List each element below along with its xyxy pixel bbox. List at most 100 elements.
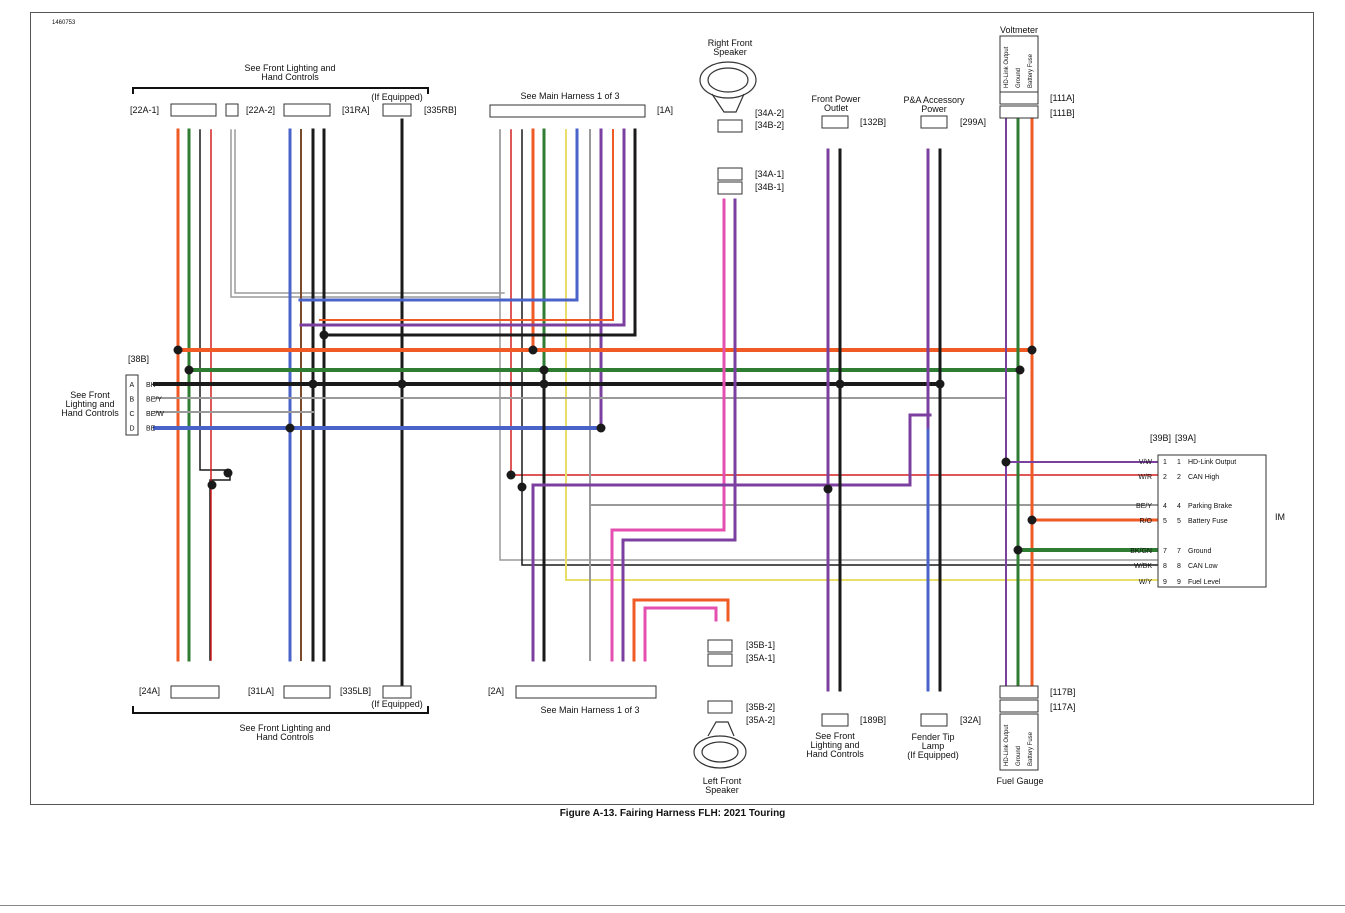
im-pin-a-8: 8	[1177, 563, 1181, 570]
svg-text:[117A]: [117A]	[1050, 702, 1075, 712]
im-pin-b-2: 2	[1163, 474, 1167, 481]
brackets	[132, 87, 429, 714]
im-wire-7: BK/GN	[1130, 548, 1152, 555]
wire-be-main	[298, 128, 579, 302]
figure-caption: Figure A-13. Fairing Harness FLH: 2021 T…	[559, 808, 786, 819]
im-pin-a-5: 5	[1177, 518, 1181, 525]
im-pin-b-7: 7	[1163, 548, 1167, 555]
svg-text:[335LB]: [335LB]	[340, 686, 371, 696]
wire-wgy-left	[230, 129, 501, 298]
c38b-wire-a: BK	[146, 382, 156, 389]
wire-wgy-main	[499, 129, 1161, 561]
wire-bey-main	[589, 129, 1161, 506]
svg-text:Lighting and: Lighting and	[810, 740, 859, 750]
im-pin-b-5: 5	[1163, 518, 1167, 525]
im-pin-name-2: CAN High	[1188, 474, 1219, 481]
svg-text:[35B-2]: [35B-2]	[746, 702, 775, 712]
svg-text:[34B-1]: [34B-1]	[755, 182, 784, 192]
svg-text:[299A]: [299A]	[960, 117, 986, 127]
im-wire-4: BE/Y	[1136, 503, 1152, 510]
page-rule	[0, 905, 1345, 906]
label-voltmeter: Voltmeter	[1000, 25, 1038, 35]
im-wire-5: R/O	[1140, 518, 1153, 525]
svg-text:[35B-1]: [35B-1]	[746, 640, 775, 650]
label-top-left: See Front Lighting and	[244, 63, 335, 73]
im-pin-name-4: Parking Brake	[1188, 503, 1232, 510]
connector-boxes	[125, 35, 1267, 771]
im-pin-name-9: Fuel Level	[1188, 579, 1221, 586]
wire-purple-h	[531, 413, 932, 487]
svg-text:[111A]: [111A]	[1050, 93, 1075, 103]
im-pin-name-7: Ground	[1188, 548, 1211, 555]
svg-text:See Front Lighting and: See Front Lighting and	[239, 723, 330, 733]
c38b-pin-b: B	[130, 397, 135, 404]
svg-text:Outlet: Outlet	[824, 103, 849, 113]
svg-text:[35A-1]: [35A-1]	[746, 653, 775, 663]
connector-ids: [22A-1] [22A-2] [31RA] [335RB] [1A] [34A…	[128, 93, 1196, 725]
voltmeter-pin-label: HD-Link Output	[1004, 46, 1010, 88]
wire-pkgy-bottom	[643, 606, 718, 622]
wires	[153, 113, 1162, 692]
label-fuel-gauge: Fuel Gauge	[996, 776, 1043, 786]
wire-pk-speaker	[610, 198, 726, 582]
im-pin-name-5: Battery Fuse	[1188, 518, 1228, 525]
voltmeter-pin-label: Ground	[1016, 68, 1022, 88]
wire-pko-bottom	[632, 598, 730, 622]
doc-id: 1460753	[52, 20, 76, 26]
fuel-gauge-pin-label: Battery Fuse	[1028, 731, 1034, 766]
svg-text:[38B]: [38B]	[128, 354, 149, 364]
im-pin-a-9: 9	[1177, 579, 1181, 586]
fuel-gauge-pin-label: HD-Link Output	[1004, 724, 1010, 766]
im-pin-b-1: 1	[1163, 459, 1167, 466]
c38b-pin-c: C	[130, 411, 135, 418]
svg-text:[34A-2]: [34A-2]	[755, 108, 784, 118]
svg-text:[39B]: [39B]	[1150, 433, 1171, 443]
wire-bebk-main	[322, 128, 637, 337]
im-pin-a-4: 4	[1177, 503, 1181, 510]
im-pin-a-2: 2	[1177, 474, 1181, 481]
svg-text:[1A]: [1A]	[657, 105, 673, 115]
im-pin-b-8: 8	[1163, 563, 1167, 570]
label-main-harness-bottom: See Main Harness 1 of 3	[540, 705, 639, 715]
im-pin-name-1: HD-Link Output	[1188, 459, 1236, 466]
im-wire-8: W/BK	[1134, 563, 1152, 570]
im-wire-1: V/W	[1139, 459, 1153, 466]
wire-beo-main	[319, 129, 614, 321]
label-im: IM	[1275, 512, 1285, 522]
wire-wbk-main	[521, 129, 1161, 566]
svg-text:Hand Controls: Hand Controls	[61, 408, 119, 418]
svg-text:[39A]: [39A]	[1175, 433, 1196, 443]
im-pin-b-4: 4	[1163, 503, 1167, 510]
wire-wr-main	[510, 129, 1161, 476]
im-pin-b-9: 9	[1163, 579, 1167, 586]
svg-text:Left Front: Left Front	[703, 776, 742, 786]
svg-text:(If Equipped): (If Equipped)	[907, 750, 959, 760]
diagram-frame	[30, 12, 1314, 805]
svg-text:[24A]: [24A]	[139, 686, 160, 696]
svg-text:[22A-1]: [22A-1]	[130, 105, 159, 115]
svg-text:[22A-2]: [22A-2]	[246, 105, 275, 115]
wire-wgy-left-b	[234, 129, 505, 294]
c38b-wire-b: BE/Y	[146, 397, 162, 404]
c38b-pin-d: D	[130, 426, 135, 433]
im-pin-name-8: CAN Low	[1188, 563, 1219, 570]
svg-text:[189B]: [189B]	[860, 715, 886, 725]
labels: 1460753 See Front Lighting and Hand Cont…	[52, 20, 1285, 795]
im-wire-9: W/Y	[1139, 579, 1153, 586]
im-pin-a-7: 7	[1177, 548, 1181, 555]
svg-text:Hand Controls: Hand Controls	[256, 732, 314, 742]
svg-text:P&A Accessory: P&A Accessory	[903, 95, 965, 105]
wire-bepk2-main	[299, 128, 626, 327]
svg-text:Power: Power	[921, 104, 947, 114]
svg-text:Lamp: Lamp	[922, 741, 945, 751]
svg-text:[117B]: [117B]	[1050, 687, 1075, 697]
svg-text:[34B-2]: [34B-2]	[755, 120, 784, 130]
svg-text:Front Power: Front Power	[811, 94, 860, 104]
svg-text:[111B]: [111B]	[1050, 108, 1075, 118]
c38b-wire-d: BE	[146, 426, 156, 433]
svg-text:See Front: See Front	[70, 390, 110, 400]
wire-wbk-left	[199, 129, 231, 661]
